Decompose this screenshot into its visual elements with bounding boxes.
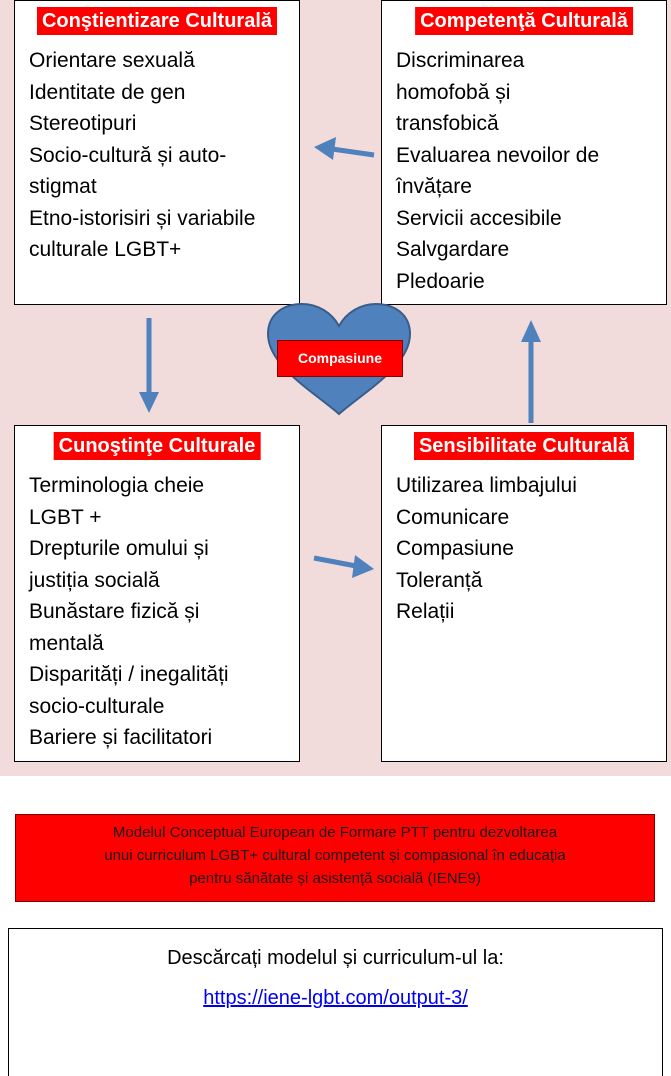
download-text: Descărcați modelul și curriculum-ul la: (167, 947, 504, 969)
list-item: Bunăstare fizică și (29, 600, 200, 623)
list-item: Relații (396, 600, 455, 623)
list-item: culturale LGBT+ (29, 238, 182, 261)
list-item: Orientare sexuală (29, 49, 195, 72)
cultural-sensitivity-box: Sensibilitate Culturală Utilizarea limba… (381, 425, 667, 762)
list-item: Terminologia cheie (29, 474, 205, 497)
list-item: Socio-cultură și auto- (29, 143, 227, 167)
list-item: Toleranță (396, 568, 483, 592)
list-item: Disparități / inegalități (29, 663, 229, 686)
list-item: Stereotipuri (29, 112, 137, 135)
cultural-sensitivity-title: Sensibilitate Culturală (413, 432, 635, 460)
list-item: Discriminarea (396, 49, 525, 72)
model-caption: Modelul Conceptual European de Formare P… (15, 814, 655, 902)
list-item: Evaluarea nevoilor de (396, 143, 600, 167)
list-item: Etno-istorisiri și variabile (29, 206, 256, 230)
list-item: transfobică (396, 112, 499, 135)
cultural-competence-list: Discriminarea homofobă și transfobică Ev… (396, 45, 658, 297)
cultural-awareness-box: Conştientizare Culturală Orientare sexua… (14, 0, 300, 305)
cultural-knowledge-title: Cunoştinţe Culturale (53, 432, 261, 460)
flow-arrows (139, 137, 541, 578)
download-link[interactable]: https://iene-lgbt.com/output-3/ (203, 987, 468, 1009)
cultural-knowledge-list: Terminologia cheie LGBT + Drepturile omu… (29, 470, 291, 754)
list-item: Compasiune (396, 537, 514, 560)
cultural-awareness-title: Conştientizare Culturală (36, 7, 278, 35)
arrow-right (313, 555, 374, 578)
arrow-down (139, 318, 159, 413)
list-item: Identitate de gen (29, 80, 186, 104)
arrow-up (521, 320, 541, 423)
arrow-left (314, 137, 375, 160)
list-item: Salvgardare (396, 238, 510, 261)
cultural-knowledge-box: Cunoştinţe Culturale Terminologia cheie … (14, 425, 300, 762)
list-item: Pledoarie (396, 269, 485, 293)
cultural-awareness-list: Orientare sexuală Identitate de gen Ster… (29, 45, 291, 266)
list-item: Bariere și facilitatori (29, 726, 213, 749)
list-item: Drepturile omului și (29, 537, 209, 560)
caption-line: pentru sănătate și asistență socială (IE… (189, 870, 481, 887)
list-item: Servicii accesibile (396, 206, 562, 230)
list-item: LGBT + (29, 505, 102, 529)
list-item: homofobă și (396, 80, 511, 104)
list-item: Utilizarea limbajului (396, 474, 577, 497)
caption-line: Modelul Conceptual European de Formare P… (112, 824, 558, 841)
cultural-competence-box: Competenţă Culturală Discriminarea homof… (381, 0, 667, 305)
download-box: Descărcați modelul și curriculum-ul la: … (8, 928, 663, 1076)
caption-line: unui curriculum LGBT+ cultural competent… (104, 847, 566, 864)
list-item: învățare (396, 175, 472, 198)
cultural-sensitivity-list: Utilizarea limbajului Comunicare Compasi… (396, 470, 658, 628)
list-item: mentală (29, 631, 104, 655)
list-item: justiția socială (29, 568, 160, 592)
list-item: socio-culturale (29, 694, 165, 718)
cultural-competence-title: Competenţă Culturală (415, 7, 633, 35)
compassion-label: Compasiune (277, 340, 403, 377)
list-item: Comunicare (396, 505, 510, 529)
list-item: stigmat (29, 175, 97, 198)
